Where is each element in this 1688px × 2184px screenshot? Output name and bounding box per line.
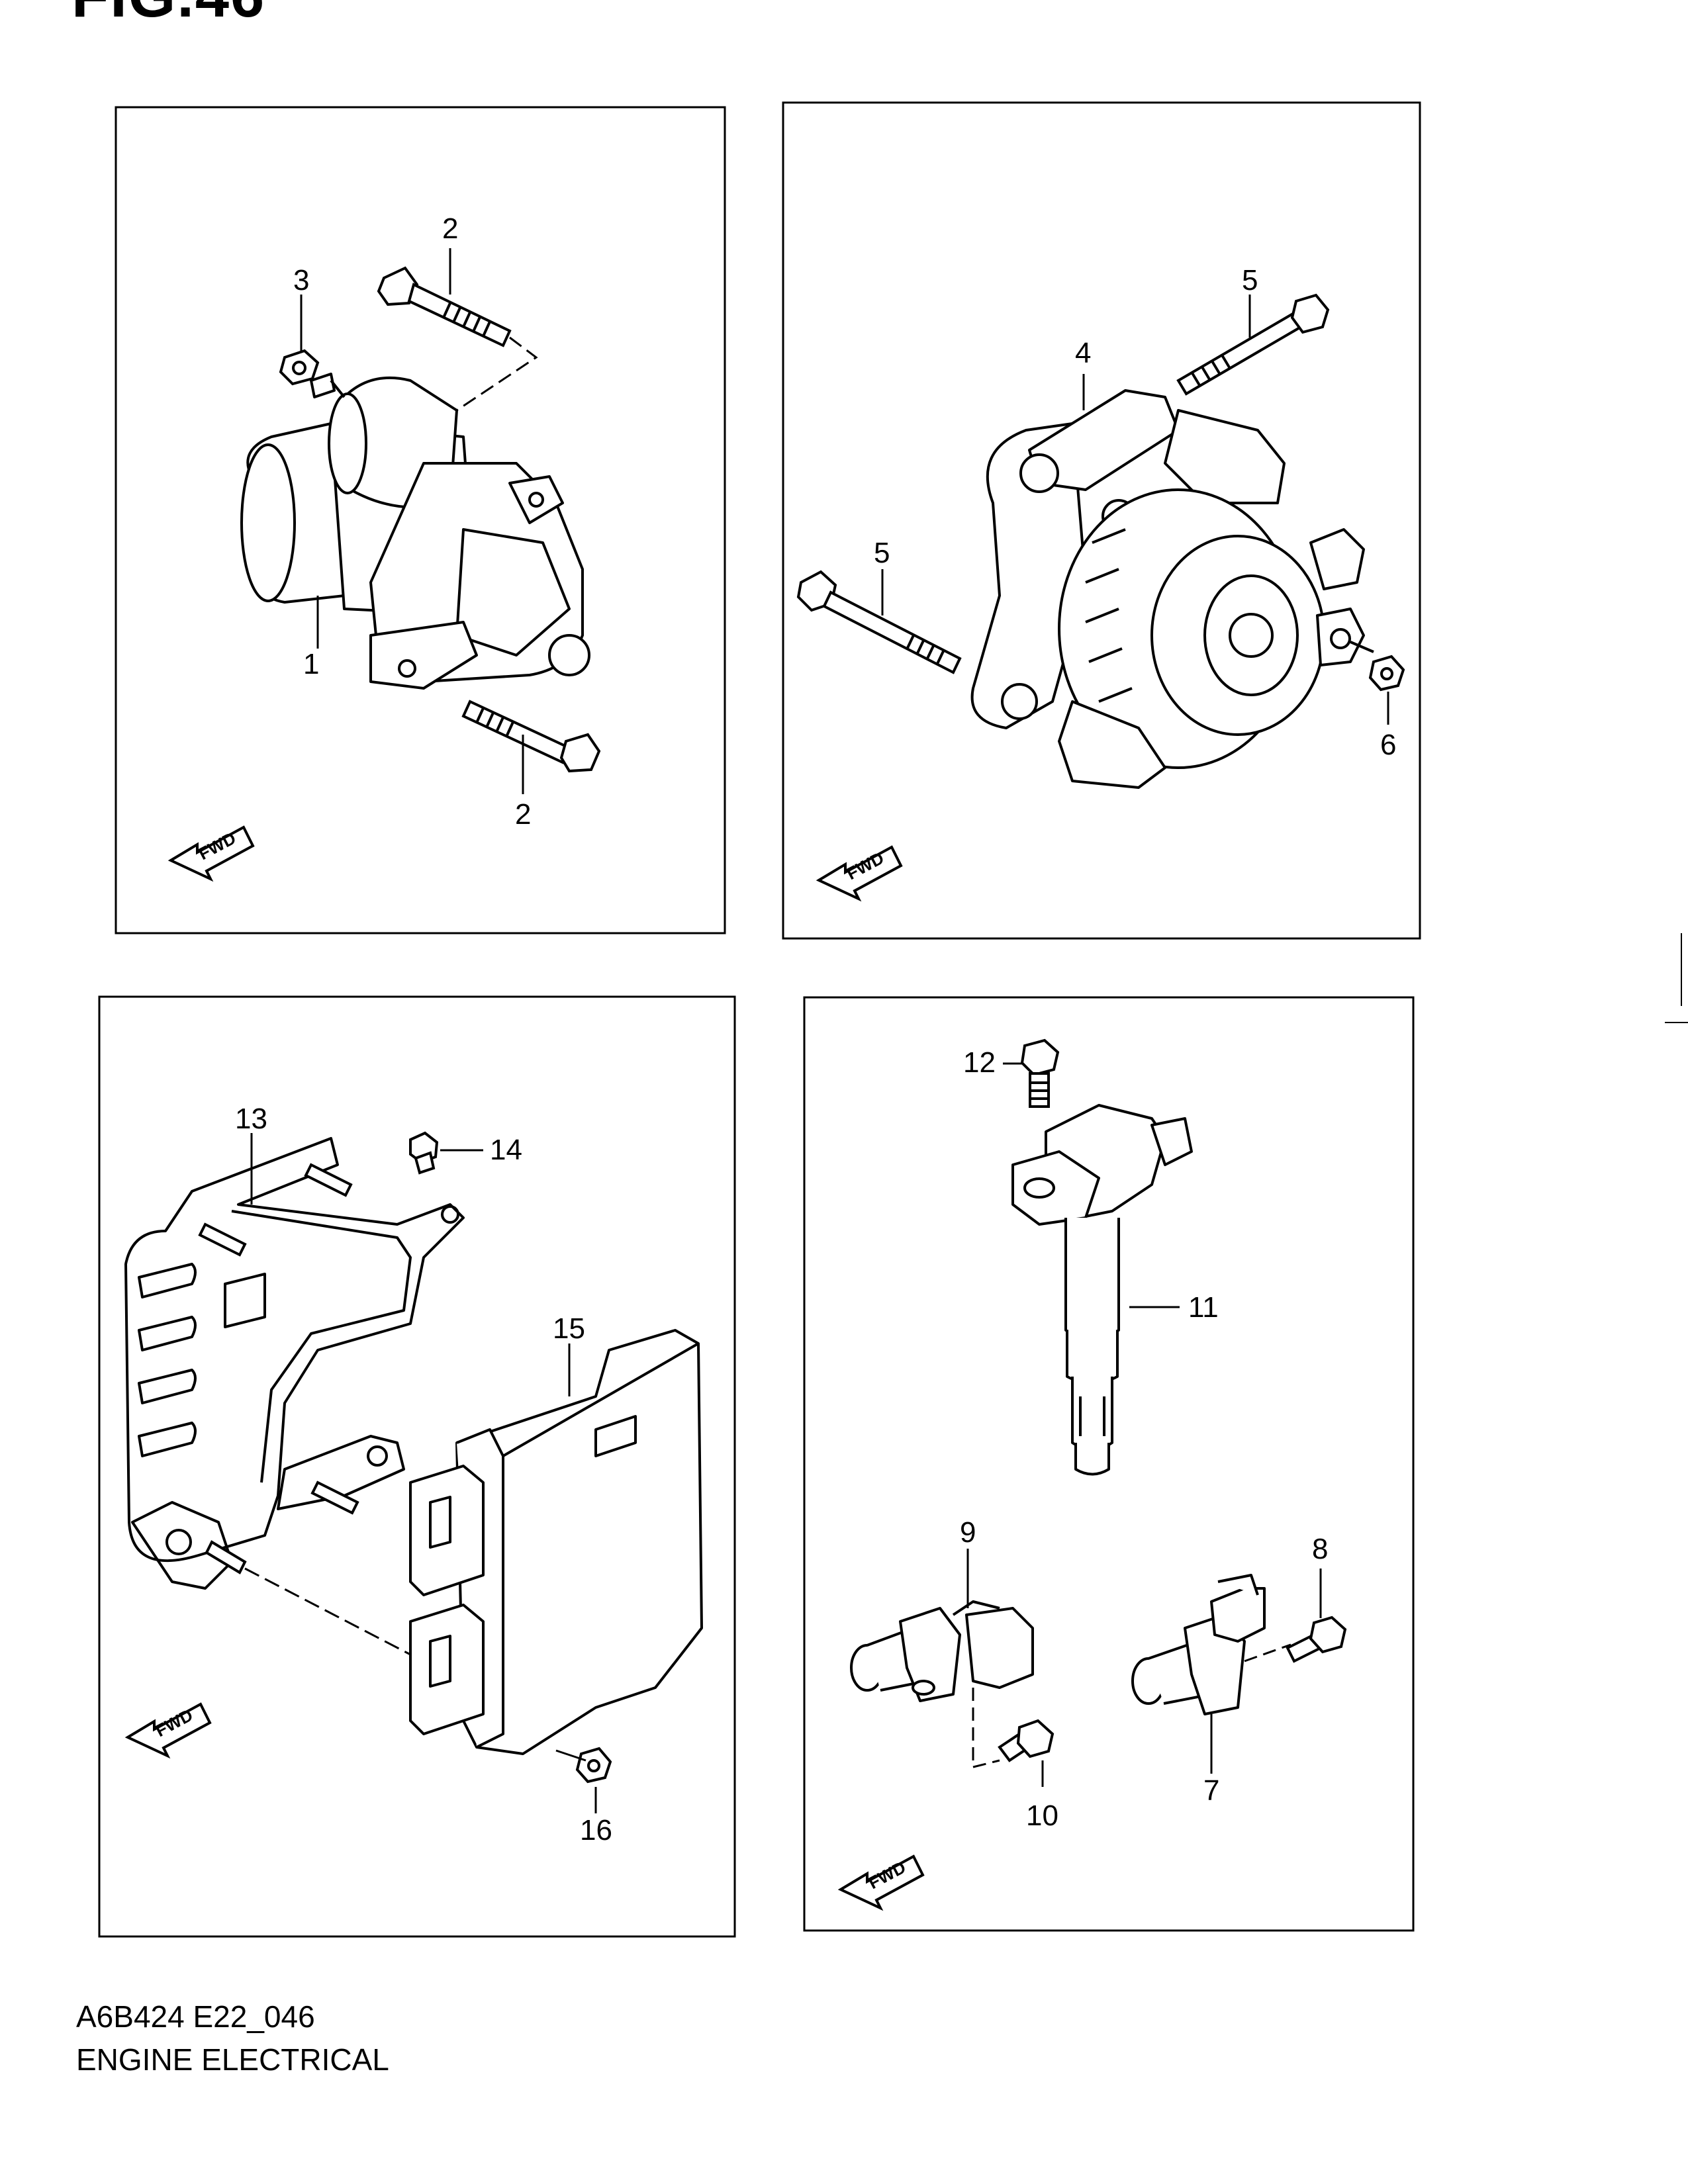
starter-fwd-arrow: FWD bbox=[169, 826, 254, 880]
starter-panel-frame bbox=[115, 106, 726, 934]
bolt-part-2-upper bbox=[377, 266, 512, 347]
alternator-callout-2: 4 bbox=[1075, 337, 1091, 369]
ecm-unit-drawing bbox=[409, 1329, 703, 1755]
starter-callout-4: 2 bbox=[515, 798, 531, 831]
edge-marks bbox=[1665, 933, 1688, 1023]
ecm-callout-2: 14 bbox=[490, 1134, 522, 1166]
bolt-part-2-lower bbox=[461, 700, 601, 773]
ignition-callout-3: 9 bbox=[960, 1516, 976, 1549]
ignition-callout-4: 8 bbox=[1312, 1533, 1328, 1565]
ignition-callout-6: 7 bbox=[1203, 1774, 1219, 1807]
starter-panel: 2 3 1 2 FWD bbox=[115, 106, 726, 934]
starter-callout-2: 3 bbox=[293, 264, 309, 296]
ignition-callout-1: 12 bbox=[963, 1046, 996, 1079]
ignition-panel-frame bbox=[803, 996, 1415, 1932]
bolt-part-14 bbox=[409, 1131, 439, 1175]
alternator-callout-1: 5 bbox=[1242, 264, 1258, 296]
starter-callout-3: 1 bbox=[303, 648, 319, 680]
alternator-panel: 5 4 5 6 FWD bbox=[782, 101, 1421, 940]
bolt-part-5-upper bbox=[1176, 293, 1330, 396]
ecm-callout-4: 16 bbox=[580, 1814, 612, 1846]
ecm-callout-3: 15 bbox=[553, 1312, 585, 1345]
ecm-panel: 13 14 15 16 FWD bbox=[98, 995, 736, 1938]
figure-title: FIG.46 bbox=[71, 0, 265, 31]
starter-leader-lines bbox=[300, 248, 538, 794]
bolt-part-8 bbox=[1286, 1615, 1347, 1663]
alternator-leader-lines bbox=[881, 295, 1389, 725]
ignition-callout-2: 11 bbox=[1188, 1291, 1219, 1324]
crank-sensor-drawing bbox=[850, 1600, 1034, 1702]
alternator-panel-frame bbox=[782, 101, 1421, 940]
nut-part-16 bbox=[575, 1747, 612, 1784]
ecm-panel-frame bbox=[98, 995, 736, 1938]
ignition-callout-5: 10 bbox=[1026, 1799, 1058, 1832]
ignition-fwd-arrow: FWD bbox=[839, 1855, 924, 1909]
ignition-panel: 12 11 9 8 10 7 FWD bbox=[803, 996, 1415, 1932]
bolt-part-5-lower bbox=[796, 570, 962, 674]
alternator-callout-4: 6 bbox=[1380, 729, 1396, 761]
starter-motor-drawing bbox=[240, 373, 590, 690]
section-name: ENGINE ELECTRICAL bbox=[76, 2042, 389, 2077]
ecm-fwd-arrow: FWD bbox=[126, 1703, 211, 1757]
drawing-code: A6B424 E22_046 bbox=[76, 1999, 315, 2034]
alternator-fwd-arrow: FWD bbox=[818, 846, 902, 900]
alternator-drawing bbox=[970, 389, 1374, 789]
ecm-callout-1: 13 bbox=[235, 1103, 267, 1135]
ignition-leader-lines bbox=[966, 1062, 1322, 1787]
ignition-coil-drawing bbox=[1011, 1104, 1193, 1476]
ecm-bracket-drawing bbox=[124, 1137, 465, 1590]
bolt-part-10 bbox=[998, 1719, 1055, 1762]
ecm-bracket-studs bbox=[198, 1163, 359, 1574]
alternator-callout-3: 5 bbox=[874, 537, 890, 569]
cam-sensor-drawing bbox=[1131, 1574, 1266, 1715]
bolt-part-12 bbox=[1020, 1038, 1060, 1108]
nut-part-6 bbox=[1368, 655, 1405, 692]
starter-callout-1: 2 bbox=[442, 212, 458, 245]
nut-part-3 bbox=[279, 349, 320, 386]
ecm-leader-lines bbox=[244, 1133, 597, 1813]
